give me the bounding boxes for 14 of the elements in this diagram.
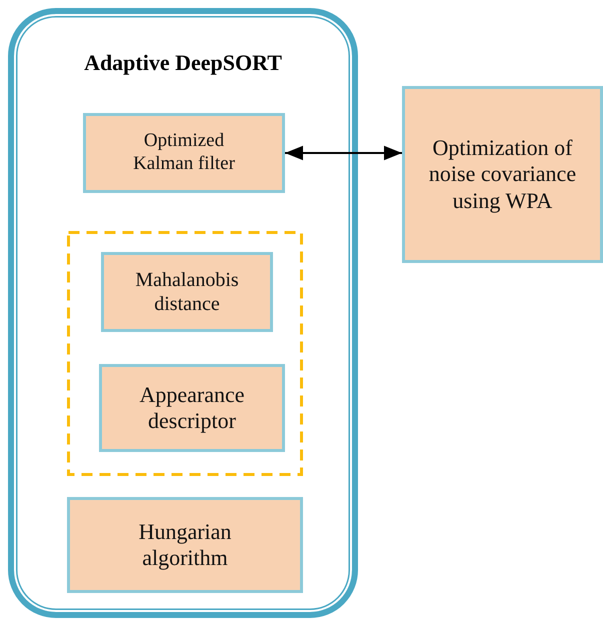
process-box <box>101 252 273 332</box>
container-panel <box>8 8 358 618</box>
box-label: Mahalanobis distance <box>134 268 240 316</box>
process-box <box>67 497 303 593</box>
arrow <box>285 146 402 160</box>
box-label: Appearance descriptor <box>138 382 246 434</box>
process-box <box>402 86 603 263</box>
dashed-group <box>67 231 303 476</box>
process-box <box>99 364 285 452</box>
process-box <box>83 113 285 193</box>
box-label: Hungarian algorithm <box>138 518 232 572</box>
box-label: Optimization of noise covariance using WPA <box>428 134 578 214</box>
box-label: Optimized Kalman filter <box>132 130 236 176</box>
panel-title: Adaptive DeepSORT <box>83 50 283 76</box>
